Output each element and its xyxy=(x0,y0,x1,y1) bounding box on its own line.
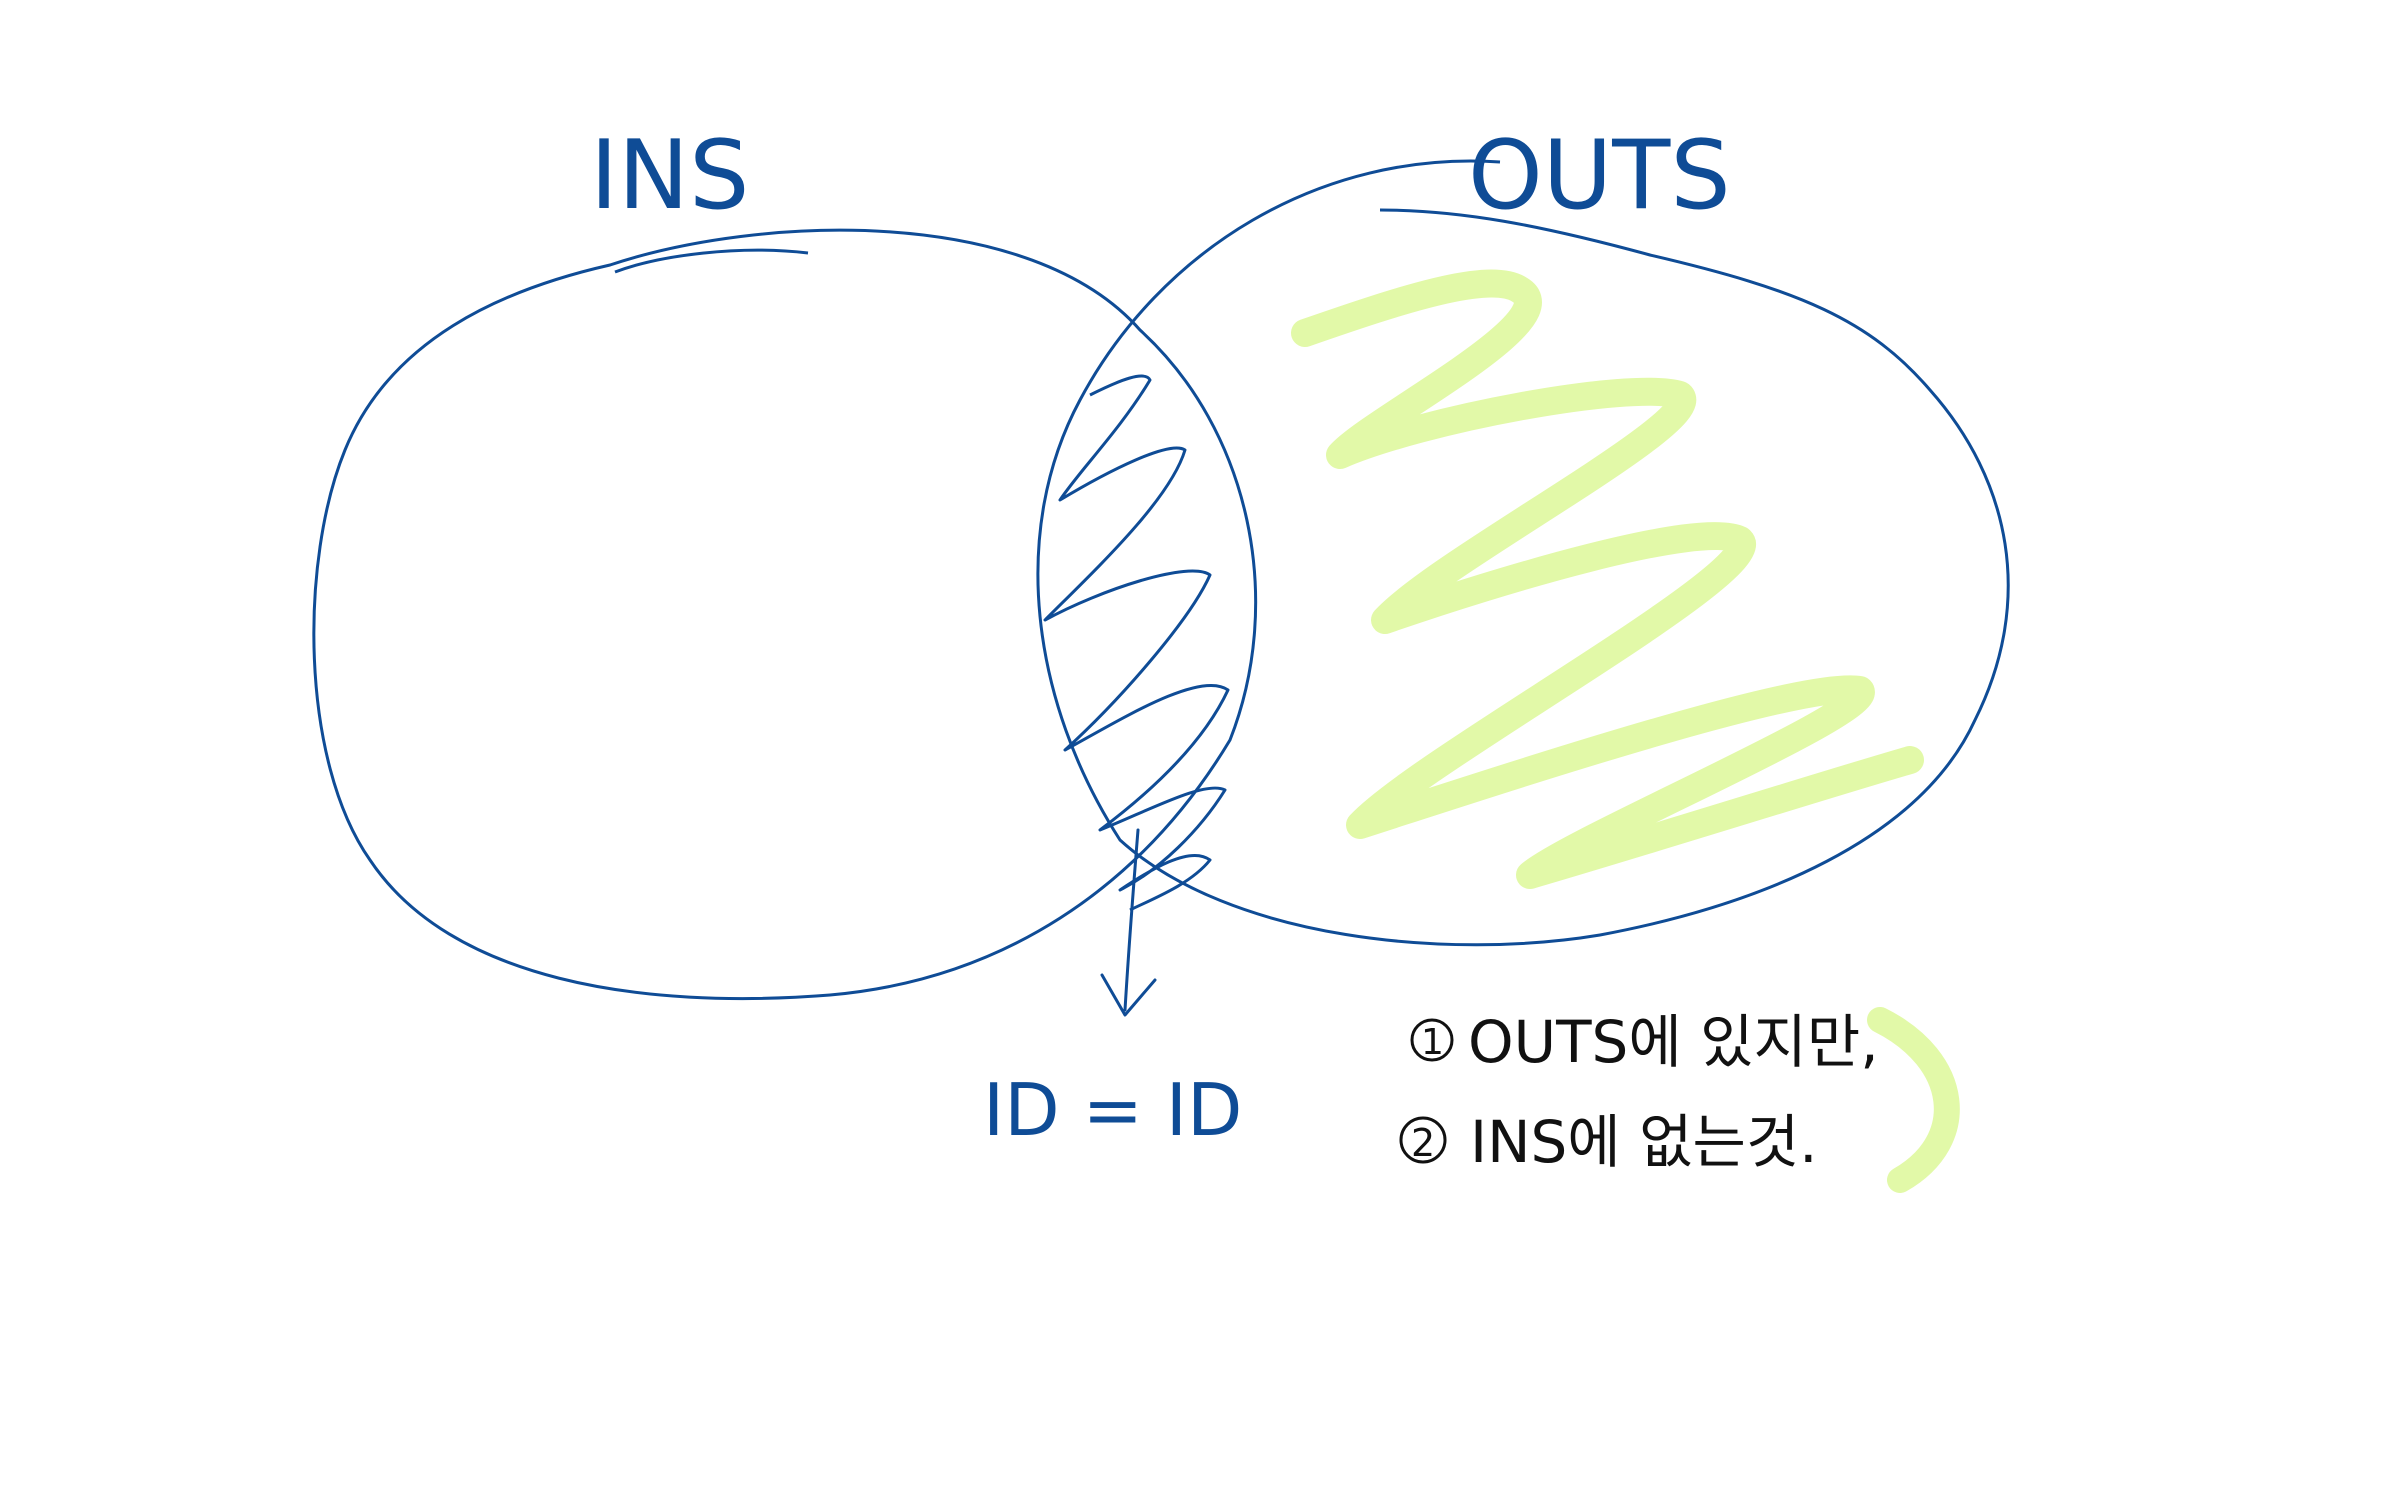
join-arrow-head xyxy=(1100,973,1157,1017)
note-2-marker: 2 xyxy=(1411,1121,1435,1165)
note-1-marker: 1 xyxy=(1421,1022,1444,1063)
join-condition-label: ID = ID xyxy=(983,1068,1242,1152)
ins-set-circle xyxy=(312,228,1258,1001)
outs-set-blob xyxy=(1036,159,2010,947)
outs-only-highlight-scribble xyxy=(1291,269,1924,889)
join-arrow-shaft xyxy=(1123,828,1140,1012)
intersection-hatch-scribble xyxy=(1043,374,1230,912)
note-2-text: INS에 없는것. xyxy=(1470,1108,1818,1176)
note-2-marker-circle xyxy=(1399,1116,1447,1164)
ins-circle-start-tick xyxy=(614,248,809,274)
outs-label: OUTS xyxy=(1468,121,1731,231)
note-1-marker-circle xyxy=(1410,1018,1454,1062)
note-1-text: OUTS에 있지만, xyxy=(1468,1008,1879,1076)
notes-bracket-highlight xyxy=(1867,1007,1960,1193)
ins-label: INS xyxy=(590,121,749,231)
